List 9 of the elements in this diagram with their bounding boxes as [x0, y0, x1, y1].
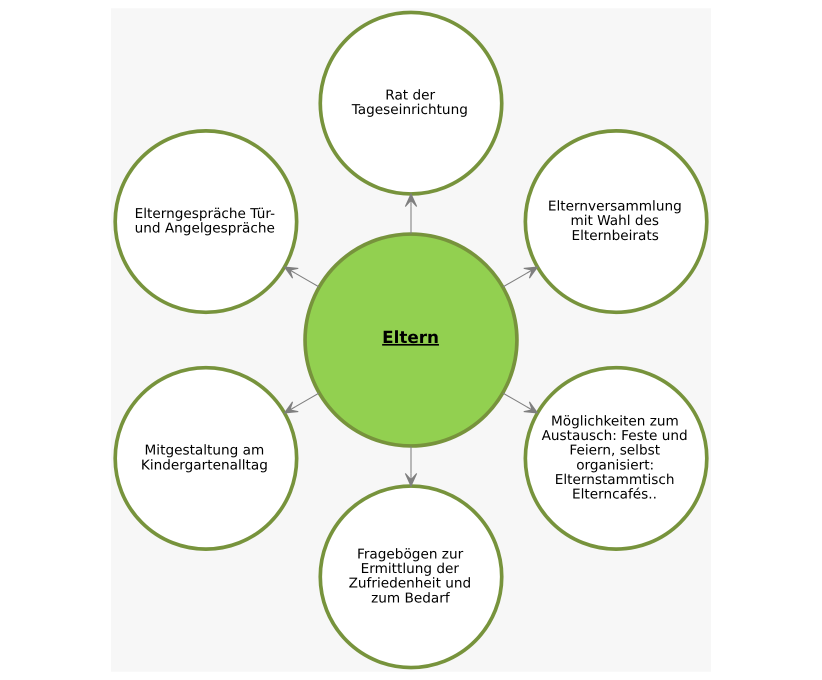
arrow — [284, 392, 320, 414]
arrow — [404, 193, 418, 234]
arrow — [502, 266, 538, 288]
node-circle: Rat der Tageseinrichtung — [318, 10, 504, 196]
node-circle: Fragebögen zur Ermittlung der Zufriedenheit und zum Bedarf — [318, 484, 504, 670]
node-circle: Eltern — [303, 232, 519, 448]
arrow — [404, 446, 418, 487]
arrow — [502, 392, 538, 414]
arrow — [284, 266, 320, 288]
